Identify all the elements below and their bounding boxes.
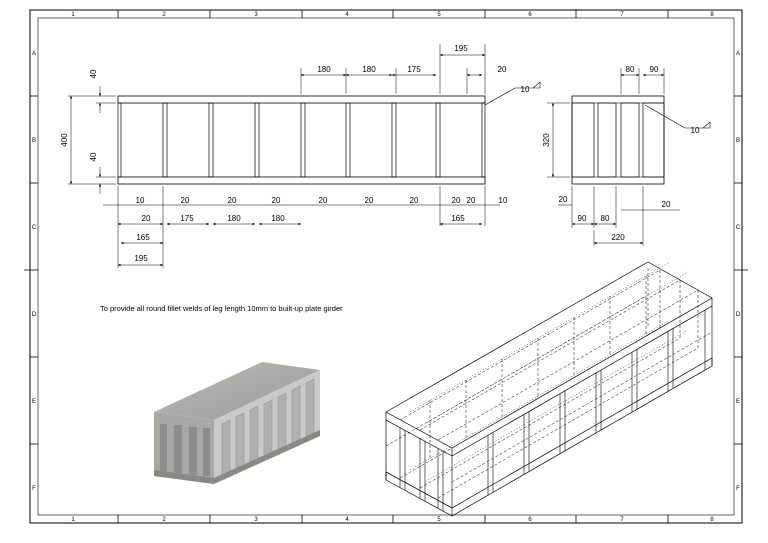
col-label-top: 2 [162, 12, 166, 18]
drawing-border [37, 17, 735, 516]
col-label-bottom: 8 [710, 517, 714, 523]
dim-bottom: 20 [467, 196, 476, 205]
zone-ticks [24, 10, 748, 523]
col-label-bottom: 3 [254, 517, 258, 523]
rendered-3d-view [154, 362, 320, 484]
dim-bottom: 165 [451, 214, 465, 223]
dim-bottom: 175 [180, 214, 194, 223]
dim-top: 90 [650, 65, 659, 74]
dim-bottom: 20 [319, 196, 328, 205]
col-label-bottom: 4 [345, 517, 349, 523]
col-label-top: 8 [710, 12, 714, 18]
dim-bottom: 180 [227, 214, 241, 223]
side-plate [620, 102, 640, 178]
col-label-top: 4 [345, 12, 349, 18]
dim-bottom: 20 [410, 196, 419, 205]
row-label-right: E [736, 399, 740, 405]
bottom-flange [117, 176, 486, 185]
front-view-dims: 195 180 180 175 20 40 400 40 10 20 20 20… [60, 44, 530, 263]
row-label-right: F [736, 486, 740, 492]
col-label-top: 3 [254, 12, 258, 18]
top-flange [117, 95, 486, 104]
render-front [154, 412, 214, 484]
dim-bottom: 20 [662, 200, 671, 209]
stiffeners [117, 102, 486, 178]
dim-bottom: 195 [134, 254, 148, 263]
side-outline [571, 95, 665, 185]
col-label-bottom: 5 [437, 517, 441, 523]
dim-left: 40 [89, 152, 98, 161]
dim-left: 40 [89, 69, 98, 78]
row-label-right: C [736, 225, 741, 231]
iso-webs [399, 306, 713, 516]
col-label-top: 7 [620, 12, 624, 18]
dim-left: 400 [60, 133, 69, 147]
row-label-right: B [736, 138, 740, 144]
dim-bottom: 10 [499, 196, 508, 205]
dim-top: 80 [626, 65, 635, 74]
col-label-top: 5 [437, 12, 441, 18]
dim-bottom: 20 [272, 196, 281, 205]
dim-top: 180 [317, 65, 331, 74]
row-label-left: A [32, 51, 36, 57]
col-label-bottom: 7 [620, 517, 624, 523]
row-label-left: F [32, 486, 36, 492]
side-plate [597, 102, 617, 178]
dim-bottom: 20 [559, 195, 568, 204]
weld-symbol: 10 [691, 126, 700, 135]
dim-bottom: 80 [601, 214, 610, 223]
dim-left: 320 [542, 133, 551, 147]
weld-symbol: 10 [521, 85, 530, 94]
dim-bottom: 20 [181, 196, 190, 205]
dim-top: 195 [454, 44, 468, 53]
row-label-right: D [736, 312, 741, 318]
dim-bottom: 20 [365, 196, 374, 205]
iso-hidden-lines [385, 268, 713, 499]
dim-top: 20 [498, 65, 507, 74]
dim-top: 180 [362, 65, 376, 74]
row-label-right: A [736, 51, 740, 57]
dim-top: 175 [407, 65, 421, 74]
dim-bottom: 20 [228, 196, 237, 205]
row-label-left: D [32, 312, 37, 318]
dim-bottom: 20 [142, 214, 151, 223]
row-label-left: B [32, 138, 36, 144]
col-label-bottom: 1 [71, 517, 75, 523]
side-view-dims: 80 90 320 20 90 80 20 220 10 [542, 65, 700, 242]
front-view [68, 44, 541, 268]
weld-note: To provide all round fillet welds of leg… [100, 304, 343, 313]
sheet-border [29, 9, 743, 524]
col-label-top: 1 [71, 12, 75, 18]
side-plate [571, 102, 595, 178]
dim-bottom: 220 [611, 233, 625, 242]
dim-bottom: 165 [136, 233, 150, 242]
side-view [547, 68, 711, 246]
dim-bottom: 180 [271, 214, 285, 223]
iso-flange-welds [409, 261, 689, 481]
row-label-left: C [32, 225, 37, 231]
dim-bottom: 20 [452, 196, 461, 205]
iso-bottom-flange [385, 357, 713, 517]
row-label-left: E [32, 399, 36, 405]
col-label-bottom: 2 [162, 517, 166, 523]
dim-bottom: 10 [136, 196, 145, 205]
col-label-bottom: 6 [528, 517, 532, 523]
col-label-top: 6 [528, 12, 532, 18]
render-top [154, 362, 320, 420]
zone-labels: 1 2 3 4 5 6 7 8 1 2 3 4 5 6 7 8 A B C D … [32, 12, 741, 523]
isometric-view [385, 261, 713, 517]
dim-bottom: 90 [578, 214, 587, 223]
